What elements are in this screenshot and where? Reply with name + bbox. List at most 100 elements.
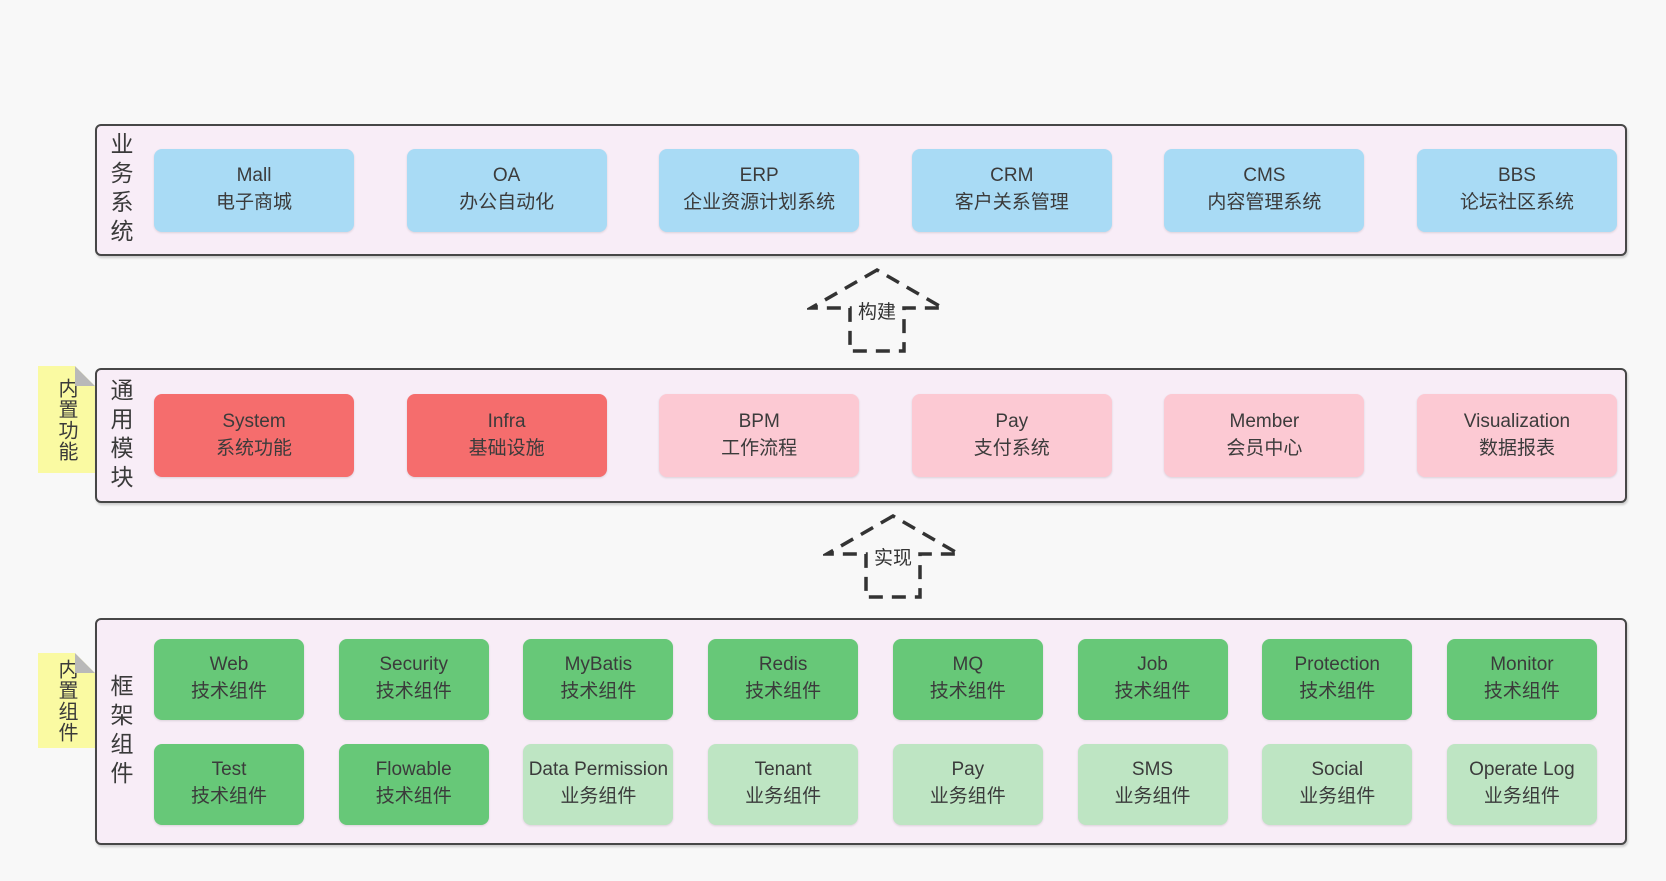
- band-label-common-modules: 通用模块: [97, 370, 143, 501]
- module-box-infra: Infra 基础设施: [406, 394, 607, 477]
- box-subtitle: 技术组件: [745, 681, 822, 702]
- business-box-cms: CMS 内容管理系统: [1164, 148, 1365, 232]
- business-systems-boxes: Mall 电子商城 OA 办公自动化 ERP 企业资源计划系统 CRM 客户关系…: [143, 126, 1625, 254]
- box-title: Member: [1229, 410, 1300, 432]
- build-arrow-icon: 构建: [807, 267, 947, 353]
- box-subtitle: 技术组件: [1299, 681, 1376, 702]
- module-box-visualization: Visualization 数据报表: [1416, 394, 1617, 477]
- box-subtitle: 内容管理系统: [1207, 192, 1322, 213]
- sticky-note-builtin-components: 内置组件: [38, 653, 95, 748]
- band-label-text: 通用模块: [107, 377, 133, 494]
- box-subtitle: 客户关系管理: [954, 192, 1069, 213]
- component-box-pay: Pay 业务组件: [892, 743, 1043, 825]
- component-box-monitor: Monitor 技术组件: [1446, 638, 1597, 720]
- box-title: Tenant: [754, 759, 812, 781]
- implement-arrow-icon: 实现: [823, 513, 963, 599]
- module-box-bpm: BPM 工作流程: [659, 394, 860, 477]
- box-title: Data Permission: [528, 759, 669, 781]
- module-box-pay: Pay 支付系统: [911, 394, 1112, 477]
- box-subtitle: 支付系统: [973, 437, 1050, 459]
- component-box-protection: Protection 技术组件: [1262, 638, 1413, 720]
- business-systems-band: 业务系统 Mall 电子商城 OA 办公自动化 ERP 企业资源计划系统 CRM…: [95, 124, 1627, 256]
- component-box-mybatis: MyBatis 技术组件: [523, 638, 674, 720]
- component-box-test: Test 技术组件: [154, 743, 304, 825]
- box-subtitle: 业务组件: [1483, 786, 1560, 807]
- folded-corner-icon: [75, 653, 95, 673]
- folded-corner-icon: [75, 366, 95, 386]
- business-box-bbs: BBS 论坛社区系统: [1416, 148, 1617, 232]
- component-box-mq: MQ 技术组件: [892, 638, 1043, 720]
- business-box-mall: Mall 电子商城: [154, 148, 354, 232]
- box-subtitle: 技术组件: [560, 681, 637, 702]
- box-title: Flowable: [375, 759, 452, 781]
- module-box-member: Member 会员中心: [1164, 394, 1365, 477]
- box-title: Redis: [758, 654, 808, 676]
- box-subtitle: 基础设施: [468, 437, 545, 459]
- box-title: BBS: [1497, 165, 1536, 187]
- component-box-operate-log: Operate Log 业务组件: [1446, 743, 1597, 825]
- box-subtitle: 技术组件: [190, 681, 267, 702]
- box-title: Social: [1311, 759, 1364, 781]
- business-box-oa: OA 办公自动化: [406, 148, 607, 232]
- business-box-crm: CRM 客户关系管理: [911, 148, 1112, 232]
- box-title: Visualization: [1463, 410, 1571, 432]
- box-title: System: [222, 410, 286, 432]
- component-box-security: Security 技术组件: [338, 638, 489, 720]
- box-title: SMS: [1131, 759, 1174, 781]
- box-title: Infra: [487, 410, 526, 432]
- box-subtitle: 技术组件: [190, 786, 267, 807]
- box-subtitle: 会员中心: [1226, 437, 1303, 459]
- box-subtitle: 电子商城: [215, 192, 292, 213]
- band-label-text: 业务系统: [107, 132, 133, 248]
- component-box-job: Job 技术组件: [1077, 638, 1228, 720]
- box-subtitle: 业务组件: [1114, 786, 1191, 807]
- component-box-tenant: Tenant 业务组件: [708, 743, 859, 825]
- box-title: Web: [209, 654, 249, 676]
- box-title: CRM: [990, 165, 1034, 187]
- box-title: Pay: [951, 759, 985, 781]
- box-subtitle: 技术组件: [1114, 681, 1191, 702]
- box-title: Security: [379, 654, 449, 676]
- box-title: BPM: [738, 410, 780, 432]
- box-title: ERP: [739, 165, 779, 187]
- box-title: Mall: [236, 165, 272, 187]
- box-subtitle: 业务组件: [560, 786, 637, 807]
- band-label-business-systems: 业务系统: [97, 126, 143, 254]
- box-subtitle: 技术组件: [375, 786, 452, 807]
- box-subtitle: 技术组件: [1483, 681, 1560, 702]
- sticky-text: 内置组件: [55, 658, 77, 743]
- component-box-social: Social 业务组件: [1262, 743, 1413, 825]
- box-title: CMS: [1243, 165, 1286, 187]
- box-title: Pay: [995, 410, 1029, 432]
- framework-components-band: 框架组件 Web 技术组件 Security 技术组件 MyBatis 技术组件…: [95, 618, 1627, 845]
- box-title: MyBatis: [564, 654, 633, 676]
- common-modules-boxes: System 系统功能 Infra 基础设施 BPM 工作流程 Pay 支付系统…: [143, 370, 1625, 501]
- band-label-framework-components: 框架组件: [97, 620, 143, 843]
- box-subtitle: 系统功能: [215, 437, 292, 459]
- module-box-system: System 系统功能: [154, 394, 354, 477]
- box-subtitle: 论坛社区系统: [1459, 192, 1574, 213]
- component-box-redis: Redis 技术组件: [708, 638, 859, 720]
- box-title: Job: [1137, 654, 1168, 676]
- business-box-erp: ERP 企业资源计划系统: [659, 148, 860, 232]
- band-label-text: 框架组件: [107, 673, 133, 790]
- component-box-web: Web 技术组件: [154, 638, 304, 720]
- framework-components-rows: Web 技术组件 Security 技术组件 MyBatis 技术组件 Redi…: [143, 620, 1625, 843]
- box-subtitle: 业务组件: [1299, 786, 1376, 807]
- sticky-note-builtin-features: 内置功能: [38, 366, 95, 473]
- box-subtitle: 企业资源计划系统: [683, 192, 836, 213]
- box-title: Operate Log: [1469, 759, 1575, 781]
- box-subtitle: 业务组件: [929, 786, 1006, 807]
- implement-arrow-label: 实现: [874, 547, 912, 569]
- box-subtitle: 办公自动化: [459, 192, 555, 213]
- box-subtitle: 工作流程: [721, 437, 798, 459]
- box-subtitle: 技术组件: [375, 681, 452, 702]
- tech-components-row: Web 技术组件 Security 技术组件 MyBatis 技术组件 Redi…: [154, 638, 1597, 720]
- component-box-sms: SMS 业务组件: [1077, 743, 1228, 825]
- box-subtitle: 数据报表: [1478, 437, 1555, 459]
- component-box-flowable: Flowable 技术组件: [338, 743, 489, 825]
- box-title: OA: [492, 165, 521, 187]
- box-title: MQ: [952, 654, 984, 676]
- box-title: Test: [211, 759, 247, 781]
